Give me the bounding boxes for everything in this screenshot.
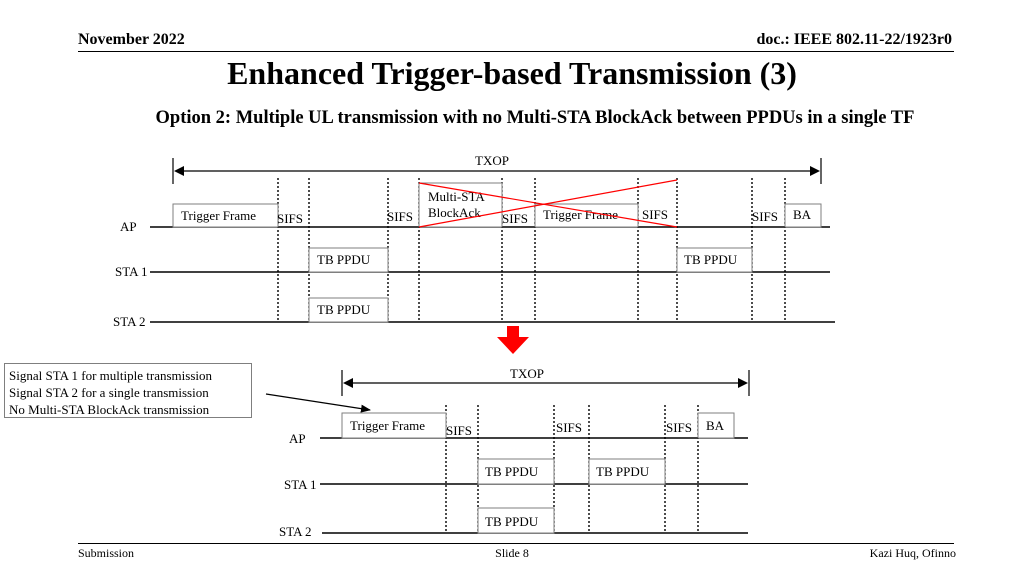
bottom-sifs-1: SIFS <box>446 423 472 438</box>
bottom-sta1-tb-ppdu-b-label: TB PPDU <box>596 464 650 479</box>
header-doc-id: doc.: IEEE 802.11-22/1923r0 <box>756 31 952 48</box>
top-ba-label: BA <box>793 207 812 222</box>
bottom-row-sta1: STA 1 <box>284 477 317 492</box>
bottom-diagram: TXOP AP STA 1 STA 2 Trigger Frame <box>279 366 750 539</box>
top-trigger-frame-1-label: Trigger Frame <box>181 208 256 223</box>
footer-author: Kazi Huq, Ofinno <box>869 546 956 560</box>
top-diagram: TXOP AP STA 1 STA 2 <box>113 153 835 329</box>
bottom-txop-label: TXOP <box>510 366 544 381</box>
red-down-arrow-icon <box>497 326 529 354</box>
bottom-ba-label: BA <box>706 418 725 433</box>
top-txop-span: TXOP <box>172 153 822 184</box>
top-sta1-tb-ppdu-b-label: TB PPDU <box>684 252 738 267</box>
top-sta1-tb-ppdu-b <box>676 247 753 273</box>
top-sifs-4: SIFS <box>642 207 668 222</box>
top-row-sta1: STA 1 <box>115 264 148 279</box>
footer-slide-number: Slide 8 <box>495 546 529 560</box>
callout-line-1: Signal STA 1 for multiple transmission <box>9 368 212 383</box>
footer-left: Submission <box>78 546 135 560</box>
top-multi-sta-label-1: Multi-STA <box>428 189 485 204</box>
bottom-sta2-tb-ppdu-label: TB PPDU <box>485 514 539 529</box>
footer-divider <box>78 543 954 544</box>
top-row-sta2: STA 2 <box>113 314 146 329</box>
top-trigger-frame-2 <box>534 203 639 228</box>
bottom-sta1-tb-ppdu-a-label: TB PPDU <box>485 464 539 479</box>
top-sifs-5: SIFS <box>752 209 778 224</box>
top-sifs-1: SIFS <box>277 211 303 226</box>
top-multi-sta-label-2: BlockAck <box>428 205 481 220</box>
bottom-ba-box <box>697 412 735 439</box>
bottom-sta1-tb-ppdu-b <box>588 458 666 485</box>
callout-line-3: No Multi-STA BlockAck transmission <box>9 402 210 417</box>
top-sifs-3: SIFS <box>502 211 528 226</box>
top-cancel-cross <box>418 179 678 228</box>
top-sifs-2: SIFS <box>387 209 413 224</box>
callout-pointer-arrow <box>265 393 371 413</box>
top-txop-label: TXOP <box>475 153 509 168</box>
bottom-row-ap: AP <box>289 431 306 446</box>
top-row-ap: AP <box>120 219 137 234</box>
bottom-sta2-tb-ppdu <box>477 507 555 534</box>
slide-subtitle: Option 2: Multiple UL transmission with … <box>155 108 915 128</box>
top-trigger-frame-2-label: Trigger Frame <box>543 207 618 222</box>
callout-line-2: Signal STA 2 for a single transmission <box>9 385 209 400</box>
bottom-trigger-frame-label: Trigger Frame <box>350 418 425 433</box>
bottom-sifs-2: SIFS <box>556 420 582 435</box>
top-sta1-tb-ppdu-a-label: TB PPDU <box>317 252 371 267</box>
header-date: November 2022 <box>78 31 185 48</box>
bottom-sta1-tb-ppdu-a <box>477 458 555 485</box>
bottom-txop-span: TXOP <box>341 366 750 396</box>
top-ba-box <box>784 203 822 228</box>
callout-box: Signal STA 1 for multiple transmission S… <box>4 363 252 418</box>
bottom-row-sta2: STA 2 <box>279 524 312 539</box>
top-trigger-frame-1 <box>172 203 279 228</box>
top-sta2-tb-ppdu-label: TB PPDU <box>317 302 371 317</box>
bottom-sifs-3: SIFS <box>666 420 692 435</box>
header-divider <box>78 51 954 52</box>
bottom-trigger-frame <box>341 412 447 439</box>
top-sta2-tb-ppdu <box>308 297 389 323</box>
top-sta1-tb-ppdu-a <box>308 247 389 273</box>
slide-title: Enhanced Trigger-based Transmission (3) <box>227 55 797 91</box>
